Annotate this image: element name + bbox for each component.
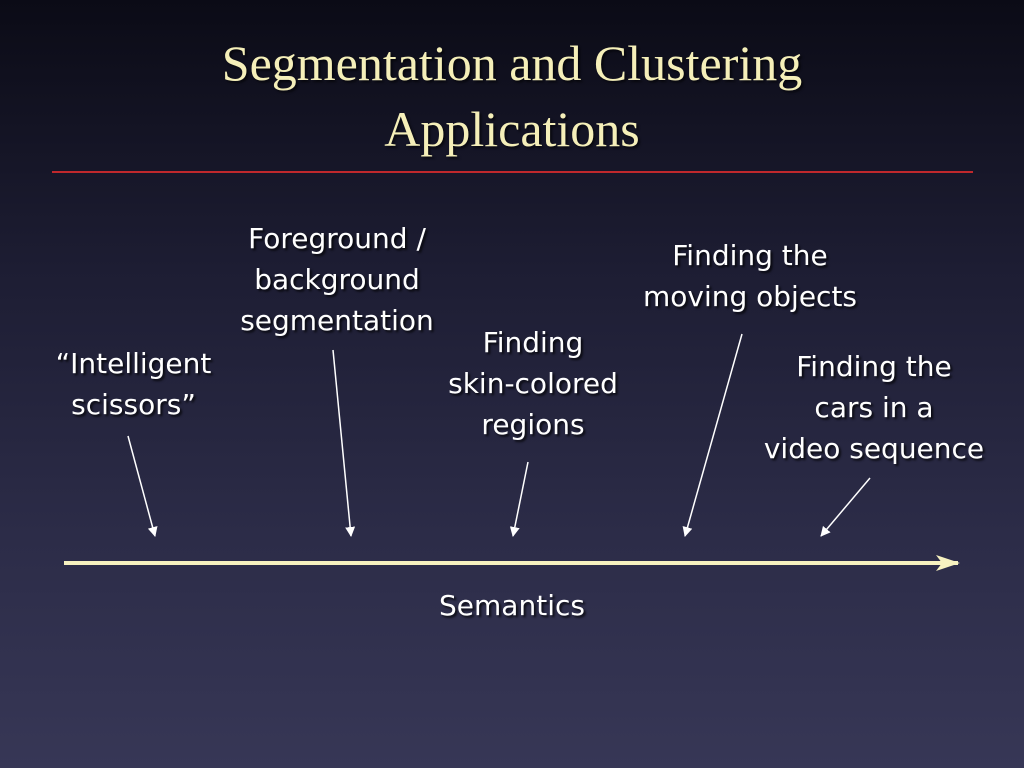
- arrow-cars-video: [820, 477, 871, 537]
- label-line: Foreground /: [248, 222, 426, 255]
- label-line: moving objects: [642, 280, 858, 313]
- slide-title: Segmentation and Clustering Applications: [0, 30, 1024, 162]
- label-line: Finding the: [672, 239, 828, 272]
- label-intelligent-scissors: “Intelligent scissors”: [46, 343, 221, 425]
- label-line: background: [254, 263, 420, 296]
- label-line: skin-colored: [448, 367, 618, 400]
- axis-label-semantics: Semantics: [439, 589, 585, 622]
- label-foreground-background: Foreground / background segmentation: [232, 218, 442, 341]
- label-cars-video: Finding the cars in a video sequence: [752, 346, 996, 469]
- label-line: video sequence: [763, 432, 985, 465]
- title-line-2: Applications: [384, 101, 640, 157]
- label-line: Finding: [482, 326, 584, 359]
- label-line: “Intelligent: [55, 347, 212, 380]
- arrow-intelligent-scissors: [127, 435, 158, 537]
- label-line: cars in a: [814, 391, 934, 424]
- label-line: Finding the: [796, 350, 952, 383]
- title-line-1: Segmentation and Clustering: [221, 35, 803, 91]
- arrow-moving-objects: [682, 333, 743, 537]
- label-line: segmentation: [240, 304, 434, 337]
- arrow-skin-colored: [509, 461, 529, 537]
- label-skin-colored: Finding skin-colored regions: [438, 322, 628, 445]
- title-divider: [52, 171, 973, 173]
- label-line: scissors”: [71, 388, 196, 421]
- arrow-foreground-background: [332, 349, 356, 537]
- label-line: regions: [481, 408, 585, 441]
- label-moving-objects: Finding the moving objects: [635, 235, 865, 317]
